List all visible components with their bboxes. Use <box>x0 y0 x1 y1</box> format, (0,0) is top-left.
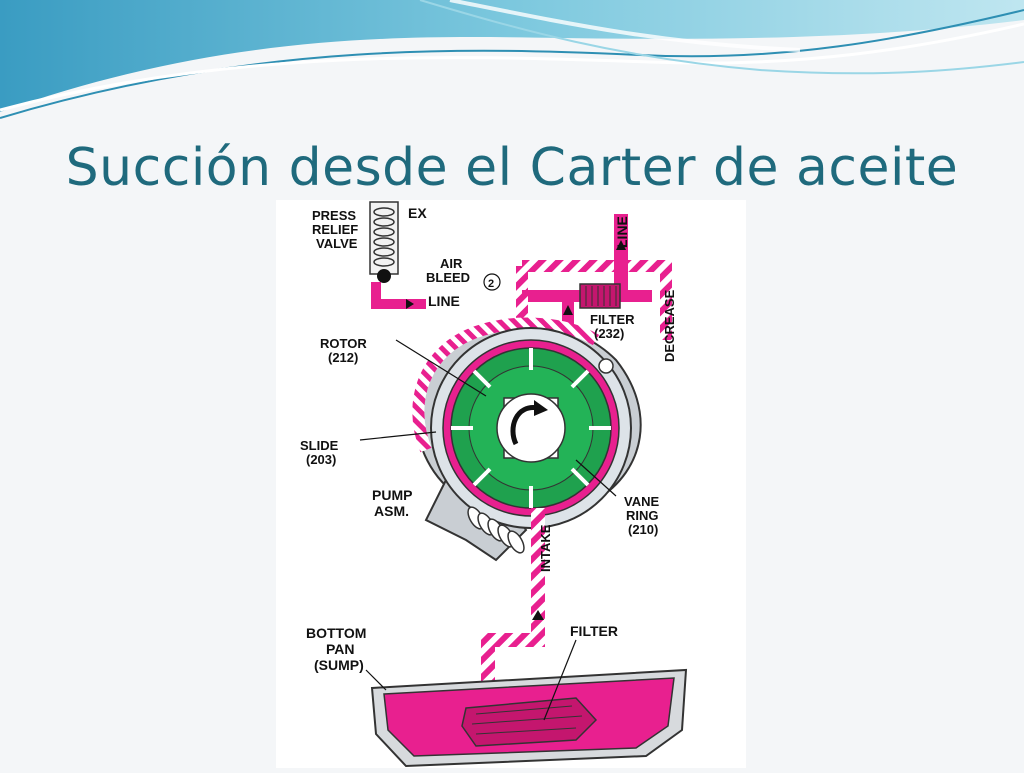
label-sump: (SUMP) <box>314 657 364 673</box>
label-bleed-number: 2 <box>488 278 494 290</box>
label-filter-top-number: (232) <box>594 326 624 341</box>
line-filter <box>579 283 621 309</box>
label-vane-number: (210) <box>628 522 658 537</box>
label-relief: RELIEF <box>312 222 358 237</box>
label-line-left: LINE <box>428 293 460 309</box>
oil-pan <box>370 668 688 768</box>
label-press: PRESS <box>312 208 356 223</box>
label-pan: PAN <box>326 641 355 657</box>
label-rotor: ROTOR <box>320 336 367 351</box>
pump-diagram-svg: PRESS RELIEF VALVE EX AIR BLEED 2 LINE L… <box>300 201 688 768</box>
pump-assembly <box>412 317 642 562</box>
label-rotor-number: (212) <box>328 350 358 365</box>
relief-line <box>371 282 426 309</box>
sump-filter <box>461 697 598 747</box>
label-slide-number: (203) <box>306 452 336 467</box>
line-pipe <box>614 214 628 294</box>
label-filter-pan: FILTER <box>570 623 618 639</box>
label-ex: EX <box>408 205 427 221</box>
label-intake: INTAKE <box>538 524 553 572</box>
decrease-channel <box>522 260 672 340</box>
label-bottom: BOTTOM <box>306 625 366 641</box>
label-pump: PUMP <box>372 487 412 503</box>
label-valve: VALVE <box>316 236 358 251</box>
label-air: AIR <box>440 256 463 271</box>
intake-pipe <box>481 508 545 700</box>
label-vane: VANE <box>624 494 659 509</box>
pump-diagram: PRESS RELIEF VALVE EX AIR BLEED 2 LINE L… <box>276 200 746 768</box>
label-line-top: LINE <box>614 216 630 248</box>
label-filter-top: FILTER <box>590 312 635 327</box>
label-asm: ASM. <box>374 503 409 519</box>
label-decrease: DECREASE <box>662 289 677 362</box>
slide-title: Succión desde el Carter de aceite <box>65 138 959 198</box>
label-bleed: BLEED <box>426 270 470 285</box>
header-wave-decoration <box>0 0 1024 119</box>
label-slide: SLIDE <box>300 438 339 453</box>
relief-valve <box>369 201 399 283</box>
label-ring: RING <box>626 508 659 523</box>
